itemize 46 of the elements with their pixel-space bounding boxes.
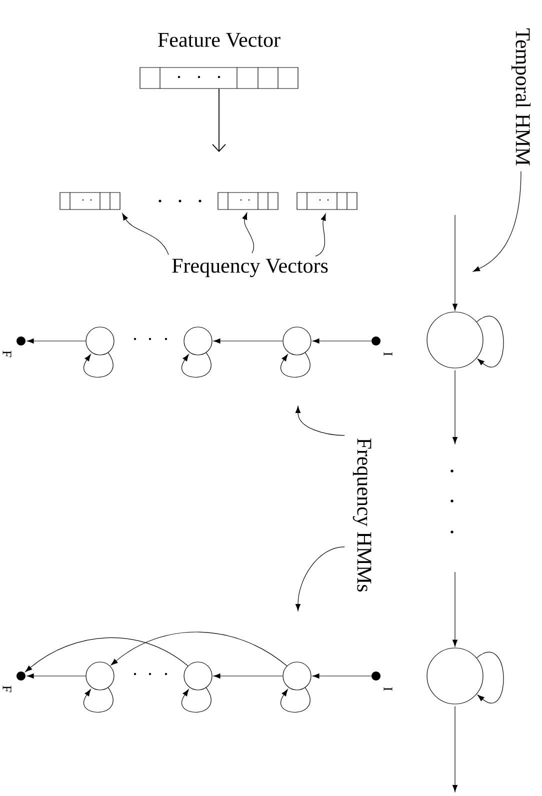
- state-circle: [86, 326, 114, 356]
- heading: Feature Vector: [158, 32, 280, 48]
- state-label: F: [2, 350, 12, 358]
- state-label: F: [2, 686, 12, 692]
- arrow: [452, 214, 458, 311]
- arrow: [312, 673, 372, 679]
- arrow: [84, 352, 114, 378]
- arrow: [84, 687, 114, 712]
- arrow: [452, 706, 458, 792]
- state-circle: [426, 648, 484, 704]
- arrow: [452, 572, 458, 647]
- arrow: [212, 88, 226, 152]
- arrow: [26, 338, 86, 344]
- arrow: [476, 316, 504, 368]
- arrow: [315, 214, 326, 257]
- arrow: [452, 370, 458, 444]
- arrow: [25, 637, 188, 672]
- caption-text: Frequency Vectors: [172, 258, 328, 278]
- arrow: [280, 687, 310, 712]
- vector-box: [296, 192, 358, 210]
- arrow: [122, 213, 169, 255]
- state-label: I: [384, 687, 392, 691]
- arrow: [312, 338, 372, 344]
- arrow: [182, 687, 212, 712]
- state-circle: [184, 662, 212, 690]
- vector-box: [218, 192, 278, 210]
- state-circle: [86, 662, 114, 690]
- state-circle: [426, 312, 484, 368]
- caption-text: Frequency HMMs: [352, 438, 372, 592]
- arrow: [213, 673, 283, 679]
- state-circle: [282, 326, 312, 356]
- arrow: [110, 632, 288, 666]
- arrow: [472, 170, 522, 272]
- state-label: I: [384, 352, 392, 356]
- caption-text: Temporal HMM: [511, 28, 531, 166]
- arrow: [295, 406, 345, 436]
- arrow: [295, 546, 345, 611]
- arrow: [26, 673, 86, 679]
- arrow: [242, 212, 254, 254]
- arrow: [182, 352, 212, 378]
- arrow: [476, 652, 504, 704]
- arrow: [280, 352, 310, 378]
- state-circle: [184, 326, 212, 356]
- state-circle: [282, 662, 312, 690]
- vector-box: [60, 192, 120, 210]
- arrow: [213, 338, 283, 344]
